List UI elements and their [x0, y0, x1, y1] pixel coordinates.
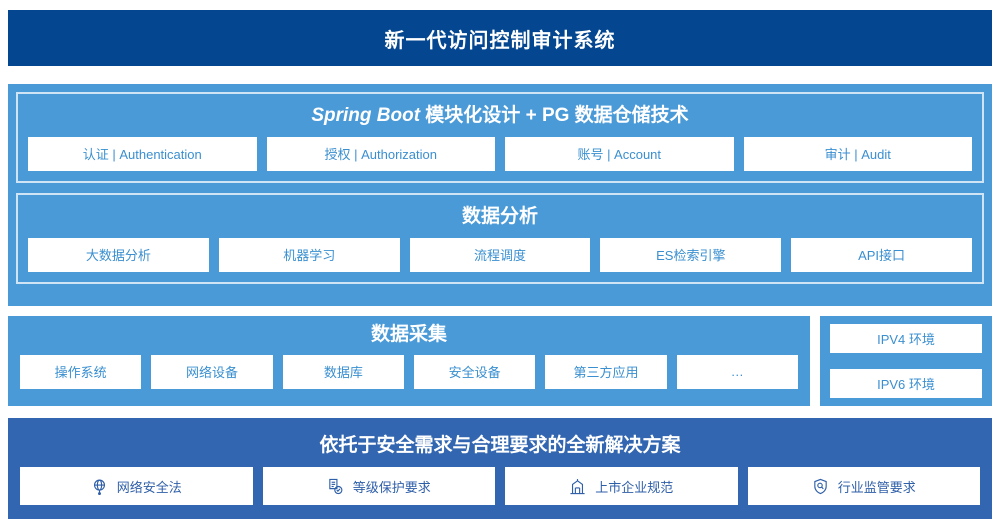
data-collection-panel: 数据采集 操作系统 网络设备 数据库 安全设备 第三方应用 …	[8, 316, 810, 406]
chip-listed-company-standard[interactable]: 上市企业规范	[505, 467, 738, 505]
solution-section: 依托于安全需求与合理要求的全新解决方案 网络安全法	[8, 418, 992, 519]
chip-ipv6-environment[interactable]: IPV6 环境	[830, 369, 982, 398]
chip-big-data-analysis[interactable]: 大数据分析	[28, 237, 209, 272]
chip-more-ellipsis[interactable]: …	[676, 354, 798, 389]
chip-api-interface[interactable]: API接口	[791, 237, 972, 272]
bank-building-icon	[569, 478, 586, 495]
chip-operating-system[interactable]: 操作系统	[20, 354, 142, 389]
chip-ipv4-environment[interactable]: IPV4 环境	[830, 324, 982, 353]
spring-boot-panel-title: Spring Boot 模块化设计 + PG 数据仓储技术	[28, 100, 972, 137]
chip-label: 网络安全法	[116, 479, 182, 495]
spring-boot-panel: Spring Boot 模块化设计 + PG 数据仓储技术 认证 | Authe…	[16, 92, 984, 183]
chip-cybersecurity-law[interactable]: 网络安全法	[20, 467, 253, 505]
page-title: 新一代访问控制审计系统	[384, 29, 616, 52]
shield-search-icon	[812, 478, 829, 495]
data-analysis-panel-title: 数据分析	[461, 205, 538, 227]
ip-environment-panel: IPV4 环境 IPV6 环境	[820, 316, 992, 406]
chip-network-device[interactable]: 网络设备	[151, 354, 273, 389]
chip-label: 行业监管要求	[837, 479, 916, 495]
chip-account[interactable]: 账号 | Account	[505, 136, 734, 171]
data-collection-title: 数据采集	[370, 324, 447, 345]
chip-authentication[interactable]: 认证 | Authentication	[28, 136, 257, 171]
chip-authorization[interactable]: 授权 | Authorization	[266, 136, 495, 171]
spring-boot-chip-row: 认证 | Authentication 授权 | Authorization 账…	[28, 136, 972, 171]
solution-section-title: 依托于安全需求与合理要求的全新解决方案	[319, 435, 681, 456]
chip-security-device[interactable]: 安全设备	[413, 354, 536, 389]
data-analysis-chip-row: 大数据分析 机器学习 流程调度 ES检索引擎 API接口	[28, 237, 972, 272]
chip-process-scheduling[interactable]: 流程调度	[409, 237, 591, 272]
header-banner: 新一代访问控制审计系统	[8, 10, 992, 66]
data-collection-row: 数据采集 操作系统 网络设备 数据库 安全设备 第三方应用 … IPV4 环境 …	[8, 316, 992, 406]
chip-label: 等级保护要求	[352, 479, 431, 495]
solution-chip-row: 网络安全法 等级保护要求	[20, 467, 980, 505]
chip-label: 上市企业规范	[595, 479, 674, 495]
chip-third-party-app[interactable]: 第三方应用	[545, 354, 667, 389]
globe-icon	[91, 478, 108, 495]
spring-boot-title-rest: 模块化设计 + PG 数据仓储技术	[420, 105, 689, 126]
chip-audit[interactable]: 审计 | Audit	[743, 136, 972, 171]
chip-classified-protection[interactable]: 等级保护要求	[262, 467, 495, 505]
spring-boot-title-italic: Spring Boot	[311, 105, 421, 126]
chip-machine-learning[interactable]: 机器学习	[218, 237, 400, 272]
chip-industry-supervision[interactable]: 行业监管要求	[747, 467, 980, 505]
application-stack-container: Spring Boot 模块化设计 + PG 数据仓储技术 认证 | Authe…	[8, 84, 992, 306]
document-check-icon	[327, 478, 344, 495]
chip-es-search-engine[interactable]: ES检索引擎	[600, 237, 782, 272]
data-analysis-panel: 数据分析 大数据分析 机器学习 流程调度 ES检索引擎 API接口	[16, 192, 984, 284]
data-collection-chip-row: 操作系统 网络设备 数据库 安全设备 第三方应用 …	[20, 354, 798, 389]
chip-database[interactable]: 数据库	[282, 354, 404, 389]
